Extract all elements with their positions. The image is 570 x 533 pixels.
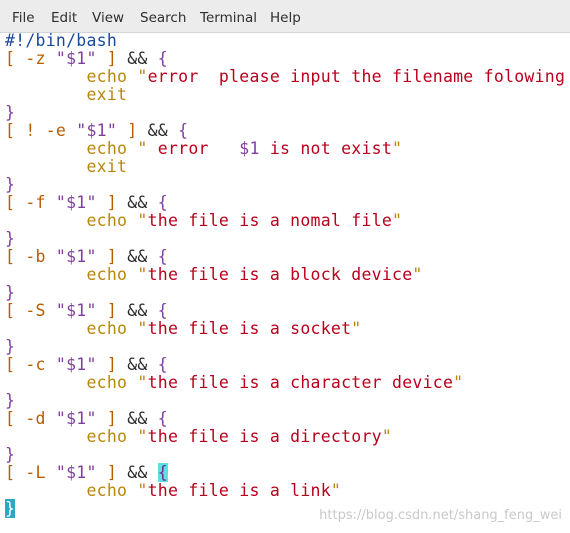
code-line-14: echo "the file is a block device"	[86, 265, 423, 284]
code-line-21: }	[5, 391, 16, 410]
code-line-6: [ ! -e "$1" ] && {	[5, 121, 189, 140]
menu-bar: File Edit View Search Terminal Help	[0, 0, 570, 33]
code-line-16: [ -S "$1" ] && {	[5, 301, 168, 320]
text-cursor: }	[5, 499, 16, 518]
code-line-8: exit	[86, 157, 128, 176]
code-line-2: [ -z "$1" ] && {	[5, 49, 168, 68]
code-line-27: }	[5, 499, 16, 518]
code-line-24: }	[5, 445, 16, 464]
code-line-9: }	[5, 175, 16, 194]
menu-file[interactable]: File	[12, 10, 35, 26]
menu-help[interactable]: Help	[270, 10, 301, 26]
code-line-7: echo " error $1 is not exist"	[86, 139, 403, 158]
code-line-18: }	[5, 337, 16, 356]
code-line-12: }	[5, 229, 16, 248]
code-line-15: }	[5, 283, 16, 302]
code-line-17: echo "the file is a socket"	[86, 319, 362, 338]
code-line-4: exit	[86, 85, 128, 104]
code-line-19: [ -c "$1" ] && {	[5, 355, 168, 374]
watermark: https://blog.csdn.net/shang_feng_wei	[319, 508, 562, 523]
code-line-25: [ -L "$1" ] && {	[5, 463, 168, 482]
menu-view[interactable]: View	[92, 10, 125, 26]
menu-terminal[interactable]: Terminal	[200, 10, 258, 26]
menu-edit[interactable]: Edit	[51, 10, 78, 26]
menu-search[interactable]: Search	[140, 10, 187, 26]
code-line-23: echo "the file is a directory"	[86, 427, 393, 446]
matched-brace: {	[157, 463, 168, 482]
code-line-26: echo "the file is a link"	[86, 481, 342, 500]
code-line-11: echo "the file is a nomal file"	[86, 211, 403, 230]
editor-text-area[interactable]: #!/bin/bash [ -z "$1" ] && { echo "error…	[0, 32, 570, 533]
code-line-10: [ -f "$1" ] && {	[5, 193, 168, 212]
code-line-5: }	[5, 103, 16, 122]
code-line-1: #!/bin/bash	[5, 32, 118, 50]
code-line-13: [ -b "$1" ] && {	[5, 247, 168, 266]
code-line-22: [ -d "$1" ] && {	[5, 409, 168, 428]
code-line-3: echo "error please input the filename fo…	[86, 67, 570, 86]
code-line-20: echo "the file is a character device"	[86, 373, 464, 392]
